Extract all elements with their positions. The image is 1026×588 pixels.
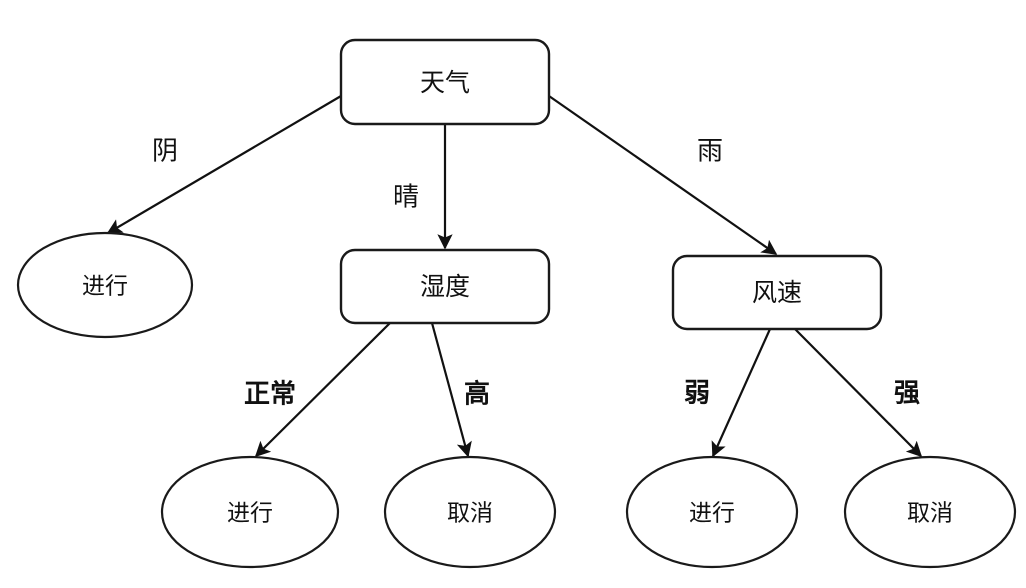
leaf-weak-proceed[interactable]: 进行 — [625, 455, 799, 569]
leaf-strong-cancel-label: 取消 — [907, 501, 953, 527]
edge-label-strong: 强 — [894, 379, 920, 409]
edge-rain: 雨 — [548, 95, 778, 255]
leaf-strong-cancel[interactable]: 取消 — [843, 455, 1017, 569]
node-humidity-box[interactable] — [339, 248, 551, 325]
edge-label-sunny: 晴 — [393, 183, 419, 213]
leaf-normal-proceed[interactable]: 进行 — [160, 455, 340, 569]
edge-weak-line — [711, 328, 772, 458]
leaf-strong-cancel-ellipse[interactable] — [843, 455, 1017, 569]
node-wind-speed-label: 风速 — [752, 278, 802, 307]
leaf-weak-proceed-label: 进行 — [689, 501, 735, 527]
leaf-high-cancel-ellipse[interactable] — [383, 455, 557, 569]
node-humidity-label: 湿度 — [420, 272, 470, 301]
edge-normal-line — [254, 322, 391, 458]
edge-label-normal: 正常 — [244, 380, 296, 410]
edge-label-overcast: 阴 — [152, 137, 178, 167]
edge-overcast-line — [106, 95, 342, 234]
edge-high-line — [430, 322, 472, 458]
edge-label-weak: 弱 — [684, 379, 710, 409]
node-root-weather-box[interactable] — [339, 38, 551, 126]
leaf-normal-proceed-label: 进行 — [227, 501, 273, 527]
node-root-weather-label: 天气 — [420, 68, 470, 97]
edge-rain-line — [548, 95, 778, 255]
node-wind-speed[interactable]: 风速 — [671, 254, 883, 331]
edge-label-rain: 雨 — [697, 137, 723, 167]
node-humidity[interactable]: 湿度 — [339, 248, 551, 325]
edge-sunny: 晴 — [393, 124, 453, 250]
edge-strong-line — [794, 328, 923, 458]
leaf-high-cancel-label: 取消 — [447, 501, 493, 527]
edge-normal: 正常 — [244, 322, 391, 458]
edge-overcast: 阴 — [106, 95, 342, 234]
leaf-weak-proceed-ellipse[interactable] — [625, 455, 799, 569]
leaf-overcast-proceed-ellipse[interactable] — [16, 231, 194, 339]
edge-group: 阴 晴 雨 正常 高 弱 强 — [106, 95, 923, 458]
leaf-overcast-proceed[interactable]: 进行 — [16, 231, 194, 339]
leaf-overcast-proceed-label: 进行 — [82, 274, 128, 300]
edge-high: 高 — [430, 322, 490, 458]
leaf-high-cancel[interactable]: 取消 — [383, 455, 557, 569]
node-group: 天气 湿度 风速 进行 进行 取消 进行 取消 — [16, 38, 1017, 569]
edge-label-high: 高 — [464, 379, 490, 410]
node-root-weather[interactable]: 天气 — [339, 38, 551, 126]
node-wind-speed-box[interactable] — [671, 254, 883, 331]
edge-strong: 强 — [794, 328, 923, 458]
leaf-normal-proceed-ellipse[interactable] — [160, 455, 340, 569]
edge-weak: 弱 — [684, 328, 772, 458]
